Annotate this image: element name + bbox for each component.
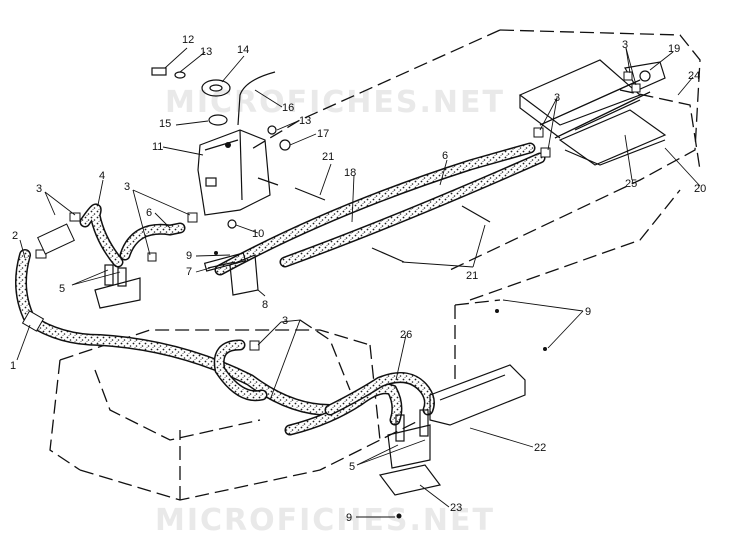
callout-11: 11 [152, 141, 163, 153]
bracket-19 [624, 61, 666, 91]
cap-14 [201, 79, 231, 97]
callout-9-right: 9 [585, 306, 591, 318]
hose-6-lower-fill [121, 224, 184, 259]
part-7 [207, 261, 236, 269]
gasket-15 [208, 114, 228, 126]
callout-3-right: 3 [554, 92, 560, 104]
plate-22 [429, 364, 526, 426]
callout-20: 20 [694, 183, 706, 195]
watermark-bottom: MICROFICHES.NET [155, 503, 495, 538]
callout-13-right: 13 [299, 115, 311, 127]
callout-3-mid: 3 [124, 181, 130, 193]
callout-labels: 3 4 2 1 3 6 5 9 7 8 10 11 12 13 14 15 16… [10, 34, 706, 524]
callout-12: 12 [182, 34, 194, 46]
callout-5-right: 5 [349, 461, 355, 473]
callout-25: 25 [625, 178, 637, 190]
nut-17 [279, 139, 291, 151]
callout-17: 17 [317, 128, 329, 140]
coolant-rails [539, 79, 651, 139]
callout-21-bottom: 21 [466, 270, 478, 282]
callout-9-mid: 9 [186, 250, 192, 262]
tube-16 [237, 71, 276, 126]
hose-clamps [21, 71, 641, 351]
callout-3-top: 3 [622, 39, 628, 51]
callout-22: 22 [534, 442, 546, 454]
callout-9-bottom: 9 [346, 512, 352, 524]
callout-8: 8 [262, 299, 268, 311]
callout-18: 18 [344, 167, 356, 179]
watermark-top: MICROFICHES.NET [165, 85, 505, 120]
callout-1: 1 [10, 360, 16, 372]
callout-24: 24 [688, 70, 700, 82]
bracket-23 [378, 464, 442, 496]
callout-19: 19 [668, 43, 680, 55]
hose-18-fill [281, 154, 544, 266]
screw-12 [151, 67, 167, 76]
hose-26-b-fill [326, 373, 434, 414]
callout-7: 7 [186, 266, 192, 278]
callout-10: 10 [252, 228, 264, 240]
callout-15: 15 [159, 118, 171, 130]
callout-21-top: 21 [322, 151, 334, 163]
clip-21-c [371, 247, 405, 263]
callout-4: 4 [99, 170, 105, 182]
rivets-9 [214, 251, 547, 519]
hose-2-fill [16, 250, 335, 415]
callout-16: 16 [282, 102, 294, 114]
clip-21-b [461, 205, 491, 223]
callout-23: 23 [450, 502, 462, 514]
callout-5-left: 5 [59, 283, 65, 295]
bracket-5-left [94, 264, 141, 309]
washer-13-right [267, 125, 277, 135]
nut-10 [227, 219, 237, 229]
washer-13-top [174, 71, 186, 79]
surge-tank-11 [197, 129, 279, 216]
hose-3-curve-fill [215, 341, 266, 400]
leader-lines [16, 47, 701, 518]
callout-26: 26 [400, 329, 412, 341]
callout-6-right: 6 [442, 150, 448, 162]
bracket-5-right [387, 409, 431, 469]
clip-21-a [294, 187, 326, 201]
callout-14: 14 [237, 44, 249, 56]
callout-13-top: 13 [200, 46, 212, 58]
callout-2: 2 [12, 230, 18, 242]
hose-6-upper [214, 142, 536, 276]
callout-3-left: 3 [36, 183, 42, 195]
heat-exchanger-panels [518, 59, 667, 166]
callout-6-left: 6 [146, 207, 152, 219]
hose-6-upper-fill [216, 144, 534, 274]
hose-4-fill [81, 204, 122, 266]
callout-3-bottom: 3 [282, 315, 288, 327]
